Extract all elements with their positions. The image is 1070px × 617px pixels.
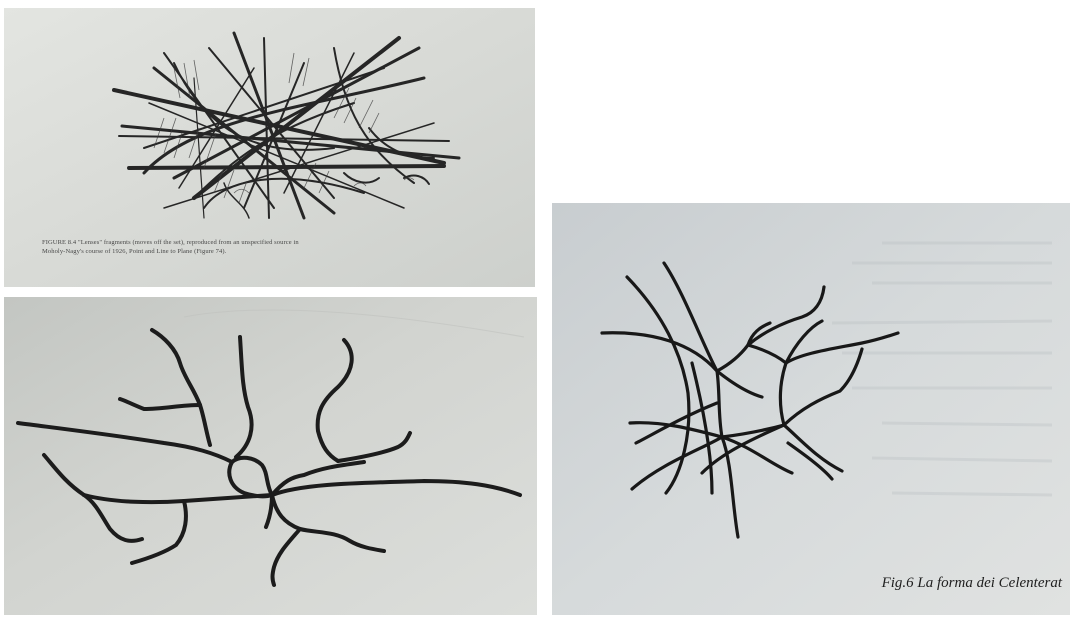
photo-branching-network — [4, 297, 537, 615]
figure-caption-line2: Moholy-Nagy's course of 1926, Point and … — [42, 248, 227, 255]
photo-celenterati-form: Fig.6 La forma dei Celenterat — [552, 203, 1070, 615]
figure-caption: Fig.6 La forma dei Celenterat — [881, 575, 1063, 591]
branching-network-drawing — [4, 297, 537, 615]
celenterati-drawing: Fig.6 La forma dei Celenterat — [552, 203, 1070, 615]
figure-caption-line1: FIGURE 8.4 "Lenses" fragments (moves off… — [42, 239, 299, 246]
scribble-drawing: FIGURE 8.4 "Lenses" fragments (moves off… — [4, 8, 535, 287]
photo-scribble-drawing: FIGURE 8.4 "Lenses" fragments (moves off… — [4, 8, 535, 287]
